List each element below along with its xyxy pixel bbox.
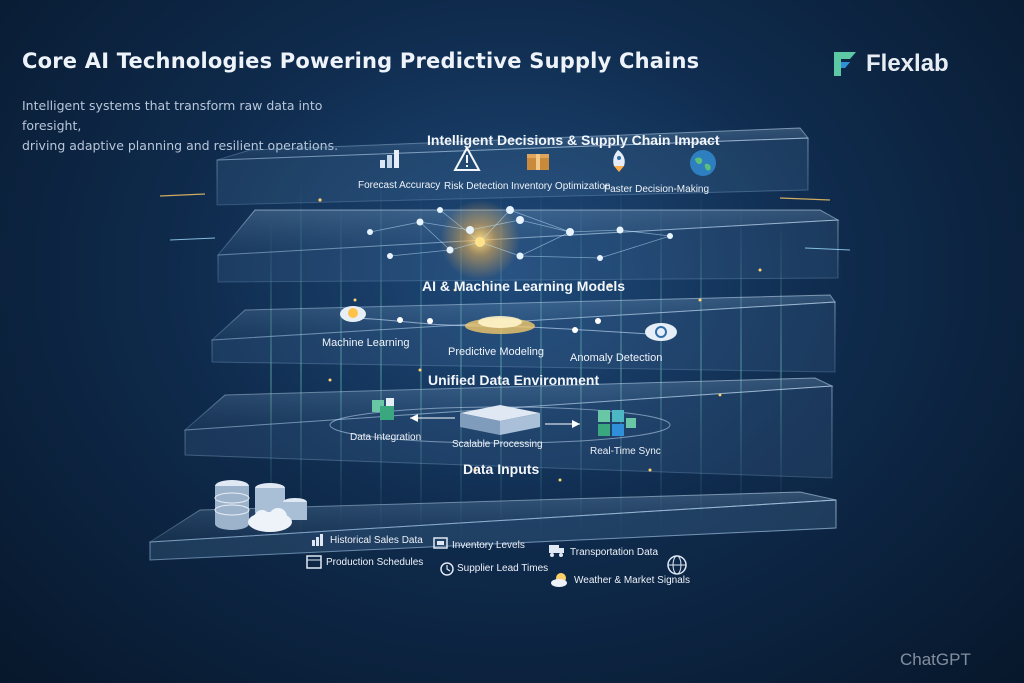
truck-icon: [549, 545, 564, 557]
layer-title-decisions: Intelligent Decisions & Supply Chain Imp…: [427, 132, 720, 148]
ml-flow-line: [354, 316, 651, 335]
decision-item: Forecast Accuracy: [358, 180, 441, 191]
model-item: Predictive Modeling: [448, 346, 544, 358]
boxes-icon: [527, 154, 549, 170]
flexlab-logo-icon: [834, 52, 856, 76]
globe-icon: [690, 150, 716, 176]
sales-chart-icon: [312, 534, 323, 546]
calendar-icon: [306, 555, 322, 569]
bar-chart-icon: [380, 150, 399, 168]
layer-decisions: [216, 127, 810, 206]
sparkle-particles: [318, 198, 762, 482]
storage-cloud-icon: [248, 508, 292, 532]
input-item: Supplier Lead Times: [457, 563, 549, 574]
decision-item: Risk Detection: [444, 181, 509, 192]
environment-item: Real-Time Sync: [590, 446, 661, 457]
neural-network-graph: [367, 200, 673, 280]
server-icon: [460, 405, 540, 435]
rocket-icon: [613, 150, 625, 172]
input-item: Production Schedules: [326, 557, 424, 568]
data-integration-icon: [372, 398, 394, 420]
input-item: Weather & Market Signals: [574, 575, 690, 586]
model-item: Anomaly Detection: [570, 352, 663, 364]
cloud-sync-icon: [645, 323, 677, 341]
subtitle-line-1: Intelligent systems that transform raw d…: [22, 98, 323, 133]
weather-icon: [551, 573, 567, 587]
page-title: Core AI Technologies Powering Predictive…: [22, 49, 700, 73]
input-item: Inventory Levels: [452, 540, 525, 551]
realtime-sync-icon: [598, 410, 636, 436]
watermark: ChatGPT: [900, 650, 971, 669]
decision-item: Inventory Optimization: [511, 181, 611, 192]
warning-icon: [453, 145, 481, 171]
environment-item: Data Integration: [350, 432, 422, 443]
input-item: Transportation Data: [570, 547, 659, 558]
database-icon: [214, 480, 307, 530]
inventory-icon: [433, 537, 448, 549]
environment-item: Scalable Processing: [452, 439, 543, 450]
layer-title-inputs: Data Inputs: [463, 461, 540, 477]
cloud-icon: [340, 306, 366, 322]
layer-ml-models: [210, 294, 836, 373]
light-streaks: [159, 193, 851, 251]
decision-item: Faster Decision-Making: [604, 184, 710, 195]
brand-logo: Flexlab: [832, 50, 949, 78]
layer-title-models: AI & Machine Learning Models: [422, 278, 626, 294]
network-globe-icon: [667, 555, 687, 575]
clock-icon: [440, 562, 454, 576]
layer-neural-network: [216, 209, 840, 283]
model-item: Machine Learning: [322, 337, 410, 349]
input-item: Historical Sales Data: [330, 535, 423, 546]
layer-title-environment: Unified Data Environment: [428, 372, 600, 388]
brand-name: Flexlab: [866, 50, 949, 77]
